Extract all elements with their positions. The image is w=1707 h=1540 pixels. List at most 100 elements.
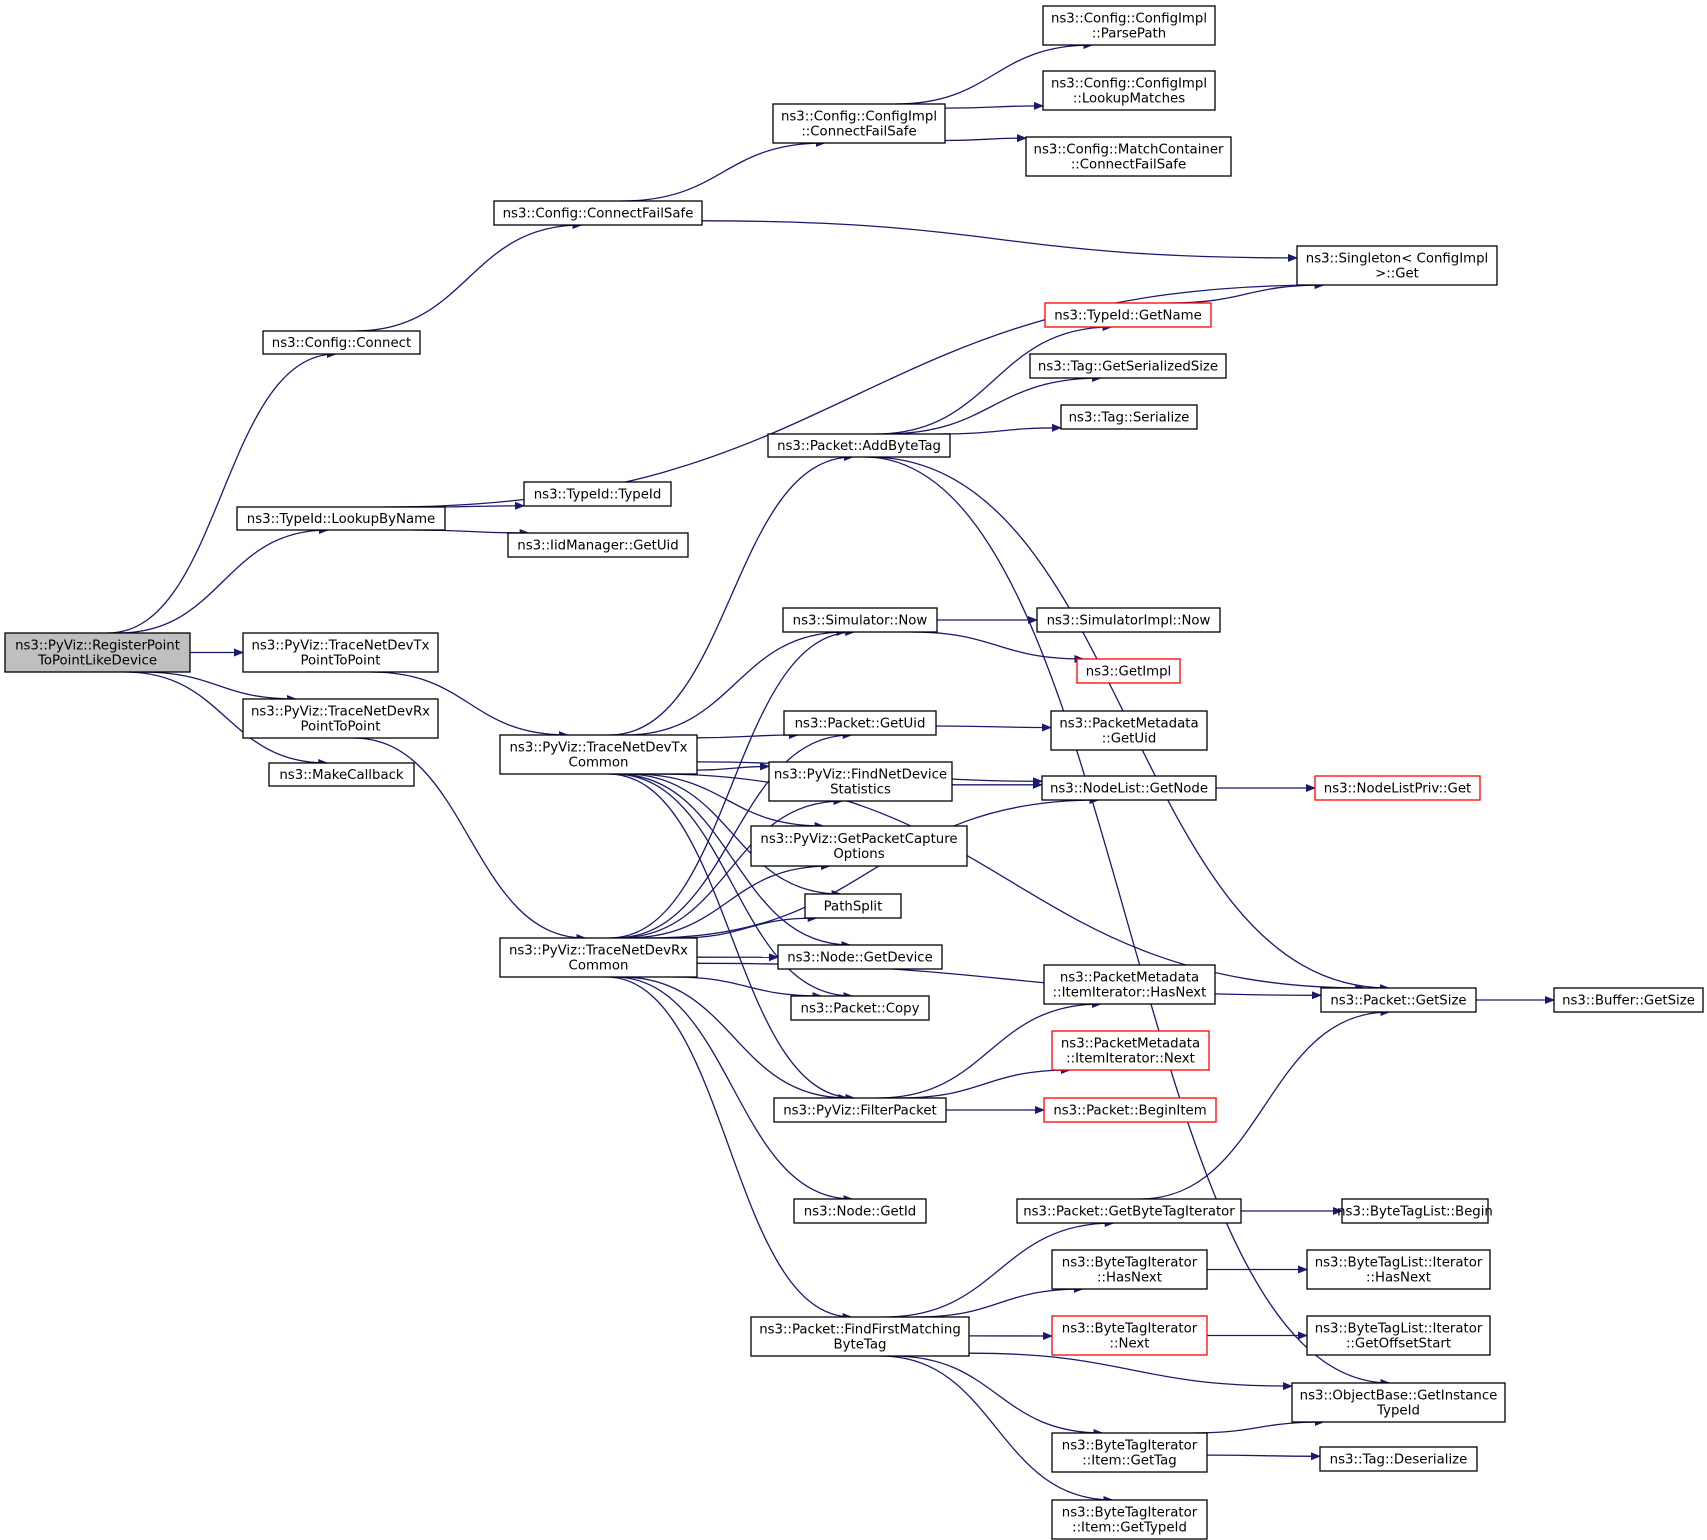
edge-typeidgetname-to-singletonget	[1168, 281, 1325, 304]
node-typeidtypeid[interactable]: ns3::TypeId::TypeId	[523, 481, 672, 507]
node-box	[750, 825, 968, 867]
node-label: ns3::Packet::AddByteTag	[777, 439, 941, 454]
node-label: ns3::Config::ConfigImpl	[1051, 77, 1207, 92]
node-box	[262, 330, 421, 355]
node-box	[783, 710, 937, 736]
node-nodegetdevice[interactable]: ns3::Node::GetDevice	[777, 944, 943, 970]
node-lookupmatches[interactable]: ns3::Config::ConfigImpl::LookupMatches	[1042, 70, 1216, 111]
node-pktgetuid[interactable]: ns3::Packet::GetUid	[783, 710, 937, 736]
node-mcconnectfs[interactable]: ns3::Config::MatchContainer::ConnectFail…	[1025, 136, 1232, 177]
node-box	[1025, 136, 1232, 177]
node-tagserialize[interactable]: ns3::Tag::Serialize	[1060, 404, 1198, 430]
node-box	[4, 632, 191, 673]
node-label: ::LookupMatches	[1073, 92, 1185, 107]
node-label: ns3::PacketMetadata	[1060, 971, 1199, 986]
node-pmgetuid[interactable]: ns3::PacketMetadata::GetUid	[1050, 710, 1208, 751]
edge-pktgetuid-to-pmgetuid	[935, 723, 1052, 732]
node-nodelistprivget[interactable]: ns3::NodeListPriv::Get	[1314, 775, 1481, 801]
edge-root-to-cfgconnect	[107, 350, 337, 634]
node-pktbeginitem[interactable]: ns3::Packet::BeginItem	[1043, 1097, 1217, 1123]
node-label: ns3::Packet::Copy	[801, 1002, 920, 1017]
node-btinext[interactable]: ns3::ByteTagIterator::Next	[1051, 1315, 1208, 1356]
node-label: ns3::PacketMetadata	[1059, 717, 1198, 732]
node-simnow[interactable]: ns3::Simulator::Now	[782, 607, 938, 633]
node-btiitemgettag[interactable]: ns3::ByteTagIterator::Item::GetTag	[1051, 1432, 1208, 1473]
node-btlitergetoffset[interactable]: ns3::ByteTagList::Iterator::GetOffsetSta…	[1306, 1315, 1491, 1356]
node-label: ns3::IidManager::GetUid	[517, 539, 678, 554]
node-label: ns3::Config::ConnectFailSafe	[503, 207, 694, 222]
node-simimplnow[interactable]: ns3::SimulatorImpl::Now	[1036, 607, 1221, 633]
node-pktgetsize[interactable]: ns3::Packet::GetSize	[1320, 987, 1477, 1013]
node-label: ns3::Tag::Serialize	[1069, 411, 1190, 426]
node-parsepath[interactable]: ns3::Config::ConfigImpl::ParsePath	[1042, 5, 1216, 46]
node-getimpl[interactable]: ns3::GetImpl	[1076, 658, 1181, 684]
node-pathsplit[interactable]: PathSplit	[804, 893, 902, 919]
node-pmhasnext[interactable]: ns3::PacketMetadata::ItemIterator::HasNe…	[1043, 964, 1216, 1005]
edge-root-to-tracerxp2p	[140, 671, 297, 703]
node-label: ToPointLikeDevice	[37, 654, 157, 669]
node-label: ns3::TypeId::GetName	[1054, 309, 1202, 324]
edge-implconnectfs-to-parsepath	[895, 41, 1094, 105]
node-label: PathSplit	[824, 900, 883, 915]
node-box	[1044, 302, 1212, 328]
node-box	[1041, 775, 1217, 801]
node-taggetsersize[interactable]: ns3::Tag::GetSerializedSize	[1029, 353, 1227, 379]
node-label: ns3::TypeId::TypeId	[534, 488, 662, 503]
node-iidgetuid[interactable]: ns3::IidManager::GetUid	[507, 532, 689, 558]
node-btihasnext[interactable]: ns3::ByteTagIterator::HasNext	[1051, 1249, 1208, 1290]
node-root[interactable]: ns3::PyViz::RegisterPointToPointLikeDevi…	[4, 632, 191, 673]
edge-txcommon-to-pktcopy	[613, 773, 854, 1000]
node-box	[804, 893, 902, 919]
node-label: ns3::Config::MatchContainer	[1034, 143, 1224, 158]
node-cfgconnectfs[interactable]: ns3::Config::ConnectFailSafe	[493, 200, 703, 226]
edge-addbytetag-to-typeidgetname	[875, 323, 1113, 435]
node-tagdeserialize[interactable]: ns3::Tag::Deserialize	[1319, 1446, 1478, 1472]
node-label: ns3::Packet::GetUid	[795, 717, 926, 732]
node-nodelistgetnode[interactable]: ns3::NodeList::GetNode	[1041, 775, 1217, 801]
edge-implconnectfs-to-lookupmatches	[944, 101, 1044, 110]
node-getbytetagiter[interactable]: ns3::Packet::GetByteTagIterator	[1016, 1198, 1242, 1224]
node-box	[790, 995, 930, 1021]
node-nodegetid[interactable]: ns3::Node::GetId	[793, 1198, 927, 1224]
node-cfgconnect[interactable]: ns3::Config::Connect	[262, 330, 421, 355]
node-label: ns3::NodeList::GetNode	[1050, 782, 1208, 797]
node-box	[507, 532, 689, 558]
edge-rxcommon-to-findnetdev	[617, 797, 844, 939]
node-makecallback[interactable]: ns3::MakeCallback	[268, 762, 415, 787]
node-singletonget[interactable]: ns3::Singleton< ConfigImpl >::Get	[1296, 245, 1498, 286]
node-btiitemgettypeid[interactable]: ns3::ByteTagIterator::Item::GetTypeId	[1051, 1499, 1208, 1540]
node-box	[750, 1316, 970, 1357]
node-btliterhasnext[interactable]: ns3::ByteTagList::Iterator::HasNext	[1306, 1249, 1491, 1290]
node-typeidgetname[interactable]: ns3::TypeId::GetName	[1044, 302, 1212, 328]
node-label: ns3::Packet::BeginItem	[1053, 1104, 1206, 1119]
edge-getbytetagiter-to-pktgetsize	[1139, 1008, 1391, 1200]
node-implconnectfs[interactable]: ns3::Config::ConfigImpl::ConnectFailSafe	[772, 103, 946, 144]
node-label: ns3::Tag::GetSerializedSize	[1038, 360, 1218, 375]
node-addbytetag[interactable]: ns3::Packet::AddByteTag	[767, 433, 951, 458]
node-label: ns3::PyViz::TraceNetDevRx	[509, 944, 688, 959]
node-box	[499, 734, 698, 775]
node-box	[1319, 1446, 1478, 1472]
node-label: ns3::NodeListPriv::Get	[1324, 782, 1471, 797]
node-label: ns3::GetImpl	[1086, 665, 1171, 680]
node-box	[1050, 710, 1208, 751]
node-label: ns3::Node::GetId	[804, 1205, 917, 1220]
node-buffergetsize[interactable]: ns3::Buffer::GetSize	[1553, 987, 1704, 1013]
node-label: ns3::PyViz::FindNetDevice	[774, 768, 947, 783]
node-pmnext[interactable]: ns3::PacketMetadata::ItemIterator::Next	[1051, 1030, 1210, 1071]
node-label: Statistics	[830, 783, 891, 798]
node-label: ::ParsePath	[1092, 27, 1166, 42]
node-label: ::Item::GetTag	[1082, 1454, 1176, 1469]
node-lookupbyname[interactable]: ns3::TypeId::LookupByName	[236, 506, 446, 531]
node-pktcopy[interactable]: ns3::Packet::Copy	[790, 995, 930, 1021]
node-filterpacket[interactable]: ns3::PyViz::FilterPacket	[773, 1097, 947, 1123]
node-btlbegin[interactable]: ns3::ByteTagList::Begin	[1337, 1198, 1493, 1224]
